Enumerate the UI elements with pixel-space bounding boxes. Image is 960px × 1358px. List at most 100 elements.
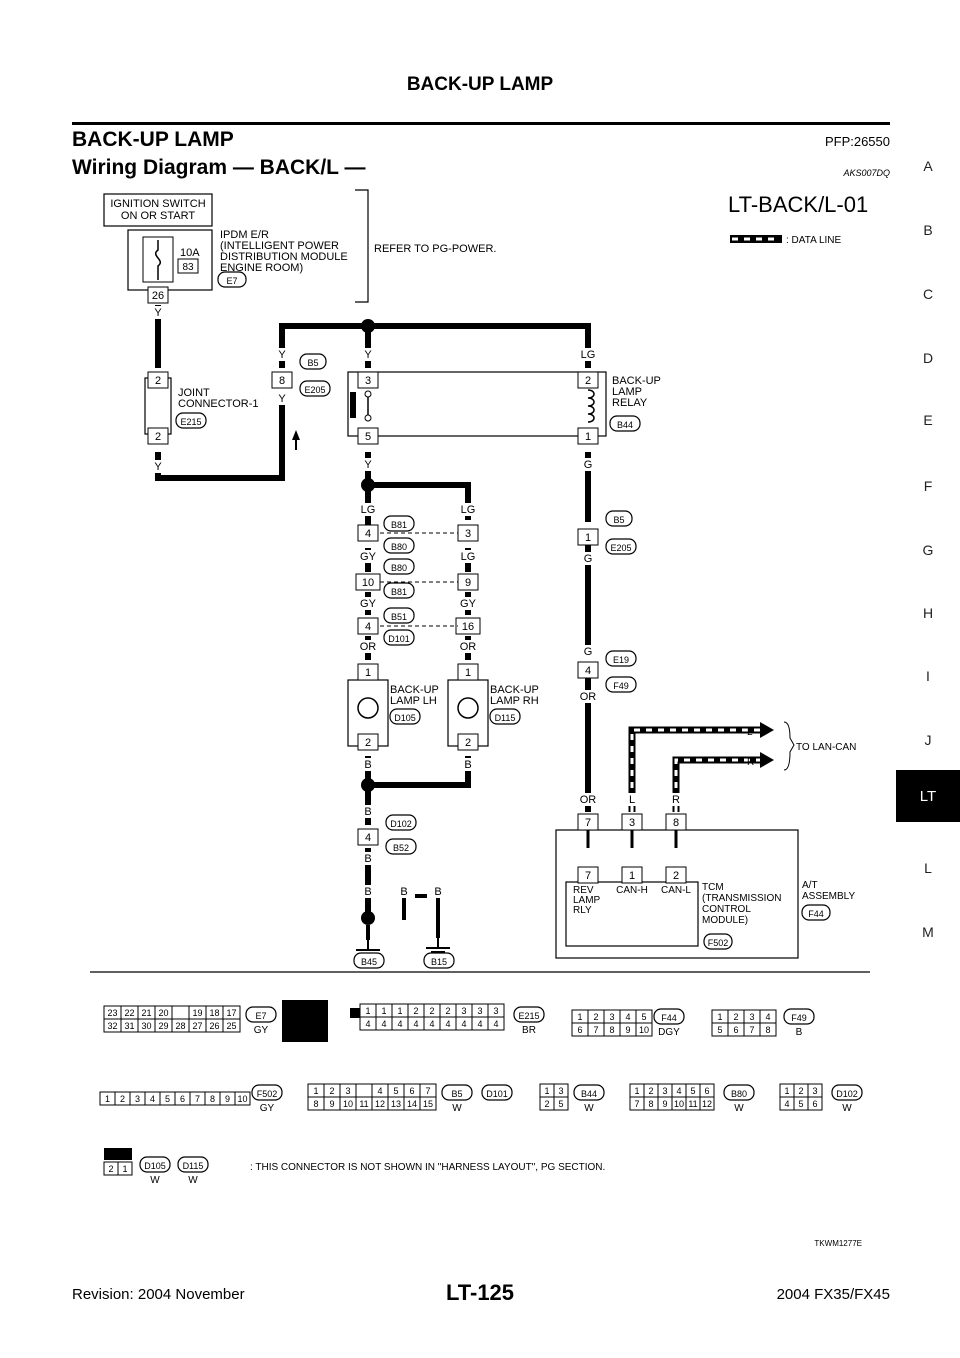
e215-pin-number: 4 [445,1019,450,1029]
terminal-number: 2 [155,431,161,443]
connector-note: : THIS CONNECTOR IS NOT SHOWN IN "HARNES… [250,1162,605,1173]
e7-pin-number: 32 [107,1021,117,1031]
tcm-label: CONTROL [702,904,751,915]
f44-color: DGY [658,1027,680,1038]
wire-color-label: OR [360,641,377,653]
section-index-h[interactable]: H [922,605,934,621]
refer-label: REFER TO PG-POWER. [374,243,496,255]
section-index-b[interactable]: B [923,222,933,238]
e215-pin-number: 4 [461,1019,466,1029]
e7-pin-number: 17 [226,1008,236,1018]
relay-coil-icon [587,389,595,423]
line-r-label: R [747,757,754,768]
e215-pin-number: 4 [493,1019,498,1029]
wire-label-bg [147,306,169,319]
terminal-number: 1 [365,667,371,679]
connector-id: F44 [808,909,824,919]
section-index-g[interactable]: G [922,542,934,558]
connector-id: E215 [180,417,201,427]
e7-pin-number: 21 [141,1008,151,1018]
at-assembly-label: A/T [802,880,818,891]
section-index-a[interactable]: A [923,158,933,174]
b44-pin [553,1096,569,1111]
b80-pin-number: 12 [702,1099,712,1109]
connector-id: B5 [307,358,318,368]
terminal-number: 8 [673,817,679,829]
f49-pin-number: 7 [749,1025,754,1035]
d105-pin-number: 2 [108,1164,113,1174]
f44-pin-number: 1 [577,1012,582,1022]
b5-color: W [452,1103,462,1114]
terminal-box [357,828,379,846]
wire-color-label: Y [278,349,286,361]
b44-pin-number: 3 [558,1086,563,1096]
connector-id: D115 [183,1161,204,1171]
connector-id: B5 [613,515,624,525]
connector-id: D101 [486,1089,508,1099]
wire-color-label: LG [461,551,476,563]
wire-color-label: B [364,853,371,865]
connector-label-box [801,904,831,921]
connector-id: B80 [731,1089,747,1099]
section-index-e[interactable]: E [923,412,933,428]
terminal-box [271,371,293,389]
connector-id: D105 [144,1161,166,1171]
wire-label-bg [621,793,643,806]
connector-label-box [299,353,327,370]
ignition-switch-box [103,193,213,227]
wire-color-label: R [672,794,680,806]
wire-label-bg [457,597,479,610]
connector-label-box [423,952,455,969]
wire-label-bg [357,503,379,516]
section-index-d[interactable]: D [922,350,934,366]
section-index-i[interactable]: I [926,668,930,684]
wire-label-bg [357,805,379,818]
section-index-f[interactable]: F [923,478,933,494]
splice-dot [361,778,375,792]
e215-pin-number: 3 [461,1006,466,1016]
connector-id: D102 [390,819,412,829]
f49-pin-number: 4 [765,1012,770,1022]
b80-pin [699,1096,715,1111]
wire-label-bg [271,348,293,361]
f502-pin-number: 6 [180,1094,185,1104]
wire-label-bg [427,885,449,898]
f44-pin-number: 10 [639,1025,649,1035]
connector-label-box [609,415,641,432]
section-index-lt[interactable]: LT [896,770,960,822]
wire-color-label: B [400,886,407,898]
e7-pin-number: 31 [124,1021,134,1031]
connector-id: D101 [388,634,410,644]
connector-label-box [605,676,637,693]
b80-pin-number: 6 [704,1086,709,1096]
f49-pin [759,1022,777,1037]
section-index-c[interactable]: C [922,286,934,302]
e215-lock [350,1008,360,1018]
terminal-number: 1 [629,870,635,882]
f49-pin-number: 5 [717,1025,722,1035]
wire-label-bg [357,348,379,361]
f49-pin-number: 3 [749,1012,754,1022]
connector-id: F502 [708,938,729,948]
connector-label-box [383,629,415,646]
tcm-label: TCM [702,882,724,893]
wire-label-bg [357,885,379,898]
b44-color: W [584,1103,594,1114]
ipdm-label: (INTELLIGENT POWER [220,240,339,252]
connector-label-box [383,582,415,599]
section-index-j[interactable]: J [924,732,932,748]
b80-pin-number: 4 [676,1086,681,1096]
b44-pin-number: 2 [544,1099,549,1109]
terminal-box [147,427,169,445]
lamp-rh-label: BACK-UP [490,684,539,696]
section-index-l[interactable]: L [924,860,932,876]
wire-label-bg [357,597,379,610]
wire-color-label: Y [364,459,372,471]
connector-label-box [385,814,417,831]
connector-id: B45 [361,957,377,967]
terminal-box [357,733,379,751]
section-index-m[interactable]: M [922,924,934,940]
terminal-box [455,617,481,635]
f44-pin-number: 6 [577,1025,582,1035]
f49-pin-number: 6 [733,1025,738,1035]
